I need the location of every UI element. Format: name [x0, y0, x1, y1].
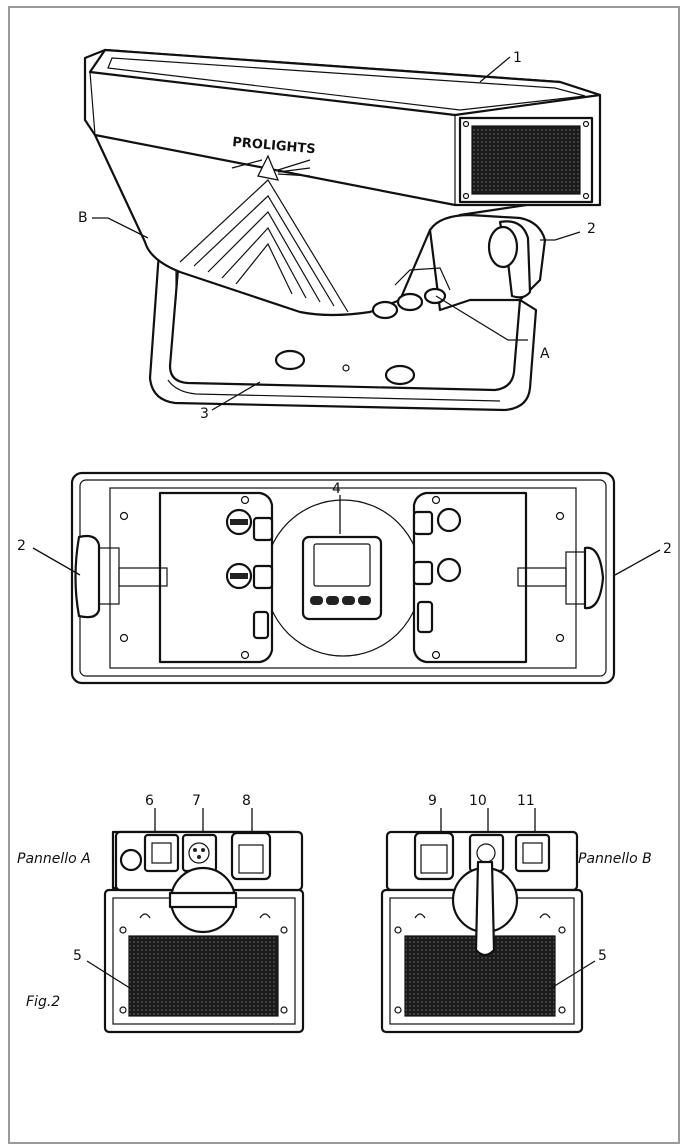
callout-6: 6	[145, 793, 154, 809]
callout-5-right: 5	[598, 948, 607, 964]
panel-a-view	[86, 808, 305, 1034]
callout-3: 3	[200, 406, 209, 422]
connectors-underside	[371, 267, 451, 320]
panel-b-view	[380, 808, 596, 1034]
callout-A: A	[540, 346, 550, 362]
callout-B: B	[78, 210, 88, 226]
svg-text:PROLIGHTS: PROLIGHTS	[232, 135, 316, 157]
figure-caption: Fig.2	[26, 994, 60, 1010]
callout-2-left: 2	[17, 538, 26, 554]
callout-1: 1	[513, 50, 522, 66]
callout-5-left: 5	[73, 948, 82, 964]
lcd-display-icon	[313, 543, 371, 587]
callout-10: 10	[469, 793, 487, 809]
perspective-view: PROLIGHTS	[83, 48, 602, 412]
brand-logo: PROLIGHTS	[232, 135, 316, 181]
callout-8: 8	[242, 793, 251, 809]
callout-4: 4	[332, 481, 341, 497]
panel-b-label: Pannello B	[578, 851, 652, 867]
bottom-view	[32, 471, 661, 685]
callout-11: 11	[517, 793, 535, 809]
figure-frame	[8, 6, 680, 1144]
callout-7: 7	[192, 793, 201, 809]
callout-9: 9	[428, 793, 437, 809]
callout-2-right: 2	[663, 541, 672, 557]
callout-2-top: 2	[587, 221, 596, 237]
panel-a-label: Pannello A	[17, 851, 91, 867]
